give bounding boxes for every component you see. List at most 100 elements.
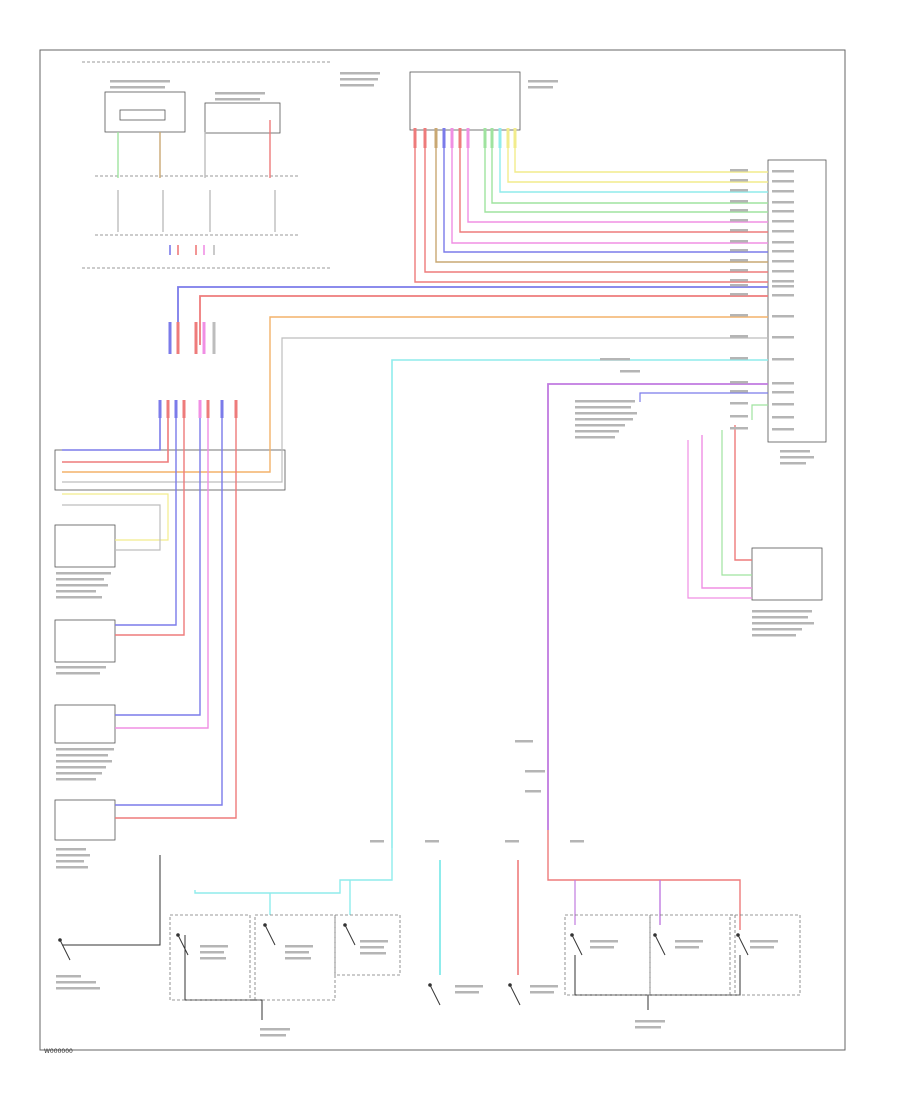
top-wire-3 xyxy=(499,148,768,193)
switch-caption-mark xyxy=(635,1020,665,1023)
wire-color-mark xyxy=(730,381,748,384)
splice-caption-mark xyxy=(525,790,541,793)
top-wire-4 xyxy=(491,148,768,204)
component-caption-mark xyxy=(575,424,625,427)
top-wire-12 xyxy=(414,148,768,283)
pin-name-mark xyxy=(772,280,794,283)
top-left-module-1 xyxy=(104,91,186,133)
rail-pin xyxy=(168,322,172,354)
component-caption-mark xyxy=(56,666,106,669)
harness-pin xyxy=(198,400,202,418)
component-caption-mark xyxy=(56,748,114,751)
switch-caption-mark xyxy=(200,945,228,948)
splice-caption-mark xyxy=(515,740,533,743)
component-caption-mark xyxy=(56,766,106,769)
top-wire-2 xyxy=(507,148,768,183)
component-caption-mark xyxy=(56,987,100,990)
module-title-mark xyxy=(528,80,558,83)
wire-red-left-2 xyxy=(115,410,185,636)
pin-name-mark xyxy=(772,403,794,406)
pin-name-mark xyxy=(772,416,794,419)
component-caption-mark xyxy=(575,406,631,409)
rail-pin xyxy=(194,322,198,354)
component-caption-mark xyxy=(56,596,102,599)
harness-pin xyxy=(174,400,178,418)
switch-caption-mark xyxy=(260,1034,286,1037)
component-caption-mark xyxy=(56,590,96,593)
pin-name-mark xyxy=(772,382,794,385)
connector-pin xyxy=(434,128,438,148)
wire-color-mark xyxy=(730,357,748,360)
component-caption-mark xyxy=(56,754,108,757)
switch-pivot-4 xyxy=(428,983,432,987)
switch-contact-9 xyxy=(59,939,71,961)
switch-pivot-3 xyxy=(343,923,347,927)
switch-pivot-2 xyxy=(263,923,267,927)
switch-caption-mark xyxy=(260,1028,290,1031)
wire-color-mark xyxy=(730,189,748,192)
module-caption-mark xyxy=(752,610,812,613)
top-connector xyxy=(409,71,521,131)
splice-caption-mark xyxy=(505,840,519,843)
switch-enclosure-5 xyxy=(649,914,736,996)
switch-caption-mark xyxy=(285,957,311,960)
wire-cyan-long xyxy=(391,359,768,848)
module-title-mark xyxy=(215,92,265,95)
pin-name-mark xyxy=(772,336,794,339)
switch-contact-4 xyxy=(429,984,441,1006)
connector-pin xyxy=(513,128,517,148)
switch-contact-1 xyxy=(177,934,189,956)
component-caption-mark xyxy=(56,760,112,763)
module-caption-mark xyxy=(752,616,808,619)
wire-blue-left-2 xyxy=(115,410,177,626)
switch-contact-5 xyxy=(509,984,521,1006)
switch-pivot-1 xyxy=(176,933,180,937)
switch-caption-mark xyxy=(750,940,778,943)
wire-blue-short xyxy=(639,392,768,402)
wire-blue-left-4 xyxy=(115,410,223,806)
switch-caption-mark xyxy=(285,945,313,948)
wire-orange xyxy=(62,316,768,473)
component-caption-mark xyxy=(56,572,111,575)
top-wire-9 xyxy=(443,148,768,253)
switch-pivot-9 xyxy=(58,938,62,942)
harness-pin xyxy=(158,400,162,418)
module-title-mark xyxy=(528,86,553,89)
module-caption-mark xyxy=(752,634,796,637)
connector-pin xyxy=(450,128,454,148)
switch-contact-8 xyxy=(737,934,749,956)
wire-color-mark xyxy=(730,209,748,212)
wire-gray-left xyxy=(62,504,161,551)
component-caption-mark xyxy=(575,418,633,421)
splice-caption-mark xyxy=(570,840,584,843)
switch-caption-mark xyxy=(360,940,388,943)
component-caption-mark xyxy=(56,584,108,587)
module-caption-mark xyxy=(752,628,802,631)
splice-caption-mark xyxy=(620,370,640,373)
rail-pin xyxy=(212,322,216,354)
left-module-3 xyxy=(54,704,116,744)
switch-caption-mark xyxy=(200,957,226,960)
connector-pin xyxy=(498,128,502,148)
switch-caption-mark xyxy=(455,985,483,988)
pin-name-mark xyxy=(772,315,794,318)
wire-blue-left-1 xyxy=(62,410,161,451)
top-wire-10 xyxy=(435,148,768,263)
pin-name-mark xyxy=(772,210,794,213)
wire-color-mark xyxy=(730,415,748,418)
wire-color-mark xyxy=(730,427,748,430)
splice-caption-mark xyxy=(425,840,439,843)
switch-caption-mark xyxy=(675,940,703,943)
switch-contact-3 xyxy=(344,924,356,946)
module-caption-mark xyxy=(780,462,806,465)
component-caption-mark xyxy=(575,430,619,433)
switch-enclosure-1 xyxy=(169,914,251,1001)
switch-caption-mark xyxy=(360,946,384,949)
module-caption-mark xyxy=(780,456,814,459)
top-wire-1 xyxy=(514,148,768,173)
wire-color-mark xyxy=(730,269,748,272)
top-wire-7 xyxy=(459,148,768,233)
top-left-module-2 xyxy=(204,102,281,134)
harness-pin xyxy=(206,400,210,418)
component-caption-mark xyxy=(56,778,96,781)
